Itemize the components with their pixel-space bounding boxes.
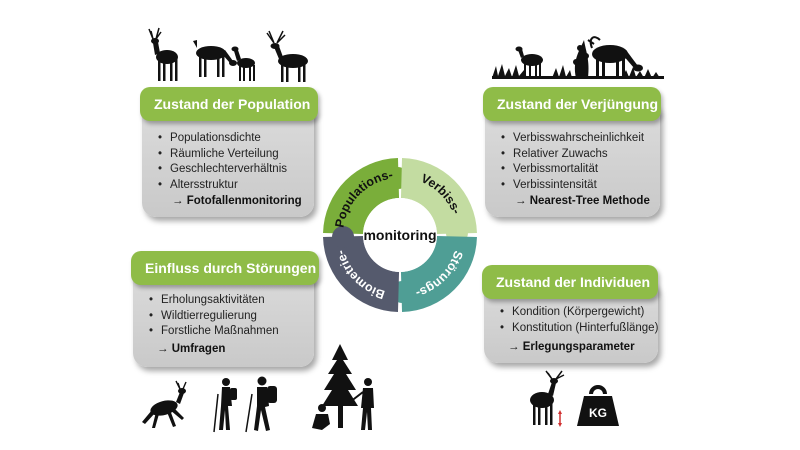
population-method: → Fotofallenmonitoring	[172, 195, 302, 207]
browsing-deer-icon	[492, 36, 664, 79]
regeneration-card-title: Zustand der Verjüngung	[483, 87, 661, 121]
disturbance-card-title: Einfluss durch Störungen	[131, 251, 319, 285]
list-item: Verbissintensität	[501, 178, 644, 194]
list-item: Verbissmortalität	[501, 162, 644, 178]
list-item: Kondition (Körpergewicht)	[500, 305, 658, 321]
disturbance-method: → Umfragen	[157, 343, 226, 355]
list-item: Erholungsaktivitäten	[149, 293, 279, 309]
disturbance-card: Einfluss durch Störungen Erholungsaktivi…	[131, 251, 319, 367]
list-item: Geschlechterverhältnis	[158, 162, 287, 178]
individuals-items: Kondition (Körpergewicht) Konstitution (…	[500, 305, 658, 336]
ring-center-label: monitoring	[363, 227, 436, 243]
list-item: Konstitution (Hinterfußlänge)	[500, 321, 658, 337]
stag-icon	[530, 370, 565, 427]
ring-segment-population	[323, 158, 400, 235]
individuals-card: Zustand der Individuen Kondition (Körper…	[482, 265, 658, 363]
ring-segment-disturbance	[400, 235, 477, 312]
hikers-icon	[213, 376, 277, 433]
list-item: Wildtierregulierung	[149, 309, 279, 325]
monitoring-cycle: monitoring Populations- Verbiss- Störung…	[323, 158, 477, 312]
population-card: Zustand der Population Populationsdichte…	[140, 87, 318, 217]
ring-segment-biometry	[323, 235, 400, 312]
ring-knob-biometry	[332, 225, 355, 248]
ring-segment-browsing	[400, 158, 477, 235]
regeneration-method: → Nearest-Tree Methode	[515, 195, 650, 207]
disturbance-items: Erholungsaktivitäten Wildtierregulierung…	[149, 293, 279, 340]
population-card-title: Zustand der Population	[140, 87, 318, 121]
list-item: Räumliche Verteilung	[158, 147, 287, 163]
individuals-card-title: Zustand der Individuen	[482, 265, 658, 299]
forester-tree-icon	[312, 344, 374, 430]
list-item: Verbisswahrscheinlichkeit	[501, 131, 644, 147]
list-item: Relativer Zuwachs	[501, 147, 644, 163]
running-deer-icon	[142, 380, 187, 428]
list-item: Populationsdichte	[158, 131, 287, 147]
list-item: Forstliche Maßnahmen	[149, 324, 279, 340]
regeneration-items: Verbisswahrscheinlichkeit Relativer Zuwa…	[501, 131, 644, 193]
weight-label: KG	[589, 406, 607, 420]
population-items: Populationsdichte Räumliche Verteilung G…	[158, 131, 287, 193]
weight-icon: KG	[577, 385, 619, 426]
deer-group-icon	[148, 27, 308, 82]
list-item: Altersstruktur	[158, 178, 287, 194]
regeneration-card: Zustand der Verjüngung Verbisswahrschein…	[483, 87, 661, 217]
individuals-method: → Erlegungsparameter	[508, 341, 635, 353]
